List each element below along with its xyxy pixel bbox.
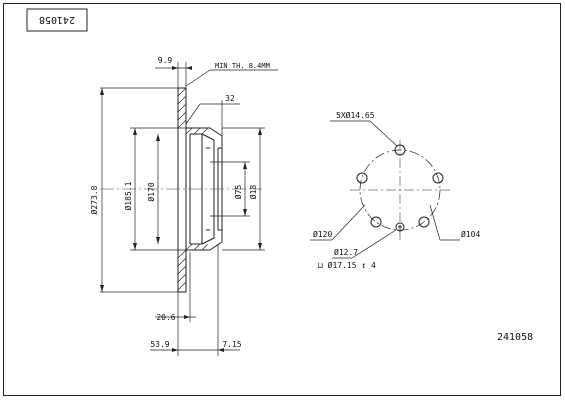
dim-7-15: 7.15 xyxy=(222,340,241,349)
drawing-frame xyxy=(3,3,561,396)
label-hole-12-7: Ø12.7 xyxy=(334,247,358,257)
dim-75: Ø75 xyxy=(233,185,243,200)
dim-20-6: 20.6 xyxy=(156,313,175,322)
label-pcd-104: Ø104 xyxy=(461,229,480,239)
dim-min-thickness: MIN TH. 8.4MM xyxy=(215,62,270,70)
dim-53-9: 53.9 xyxy=(150,340,169,349)
title-box xyxy=(26,8,88,32)
dim-185: Ø185.1 xyxy=(123,181,133,210)
part-number: 241058 xyxy=(497,332,533,343)
label-pcd-120: Ø120 xyxy=(313,229,332,239)
dim-thickness: 9.9 xyxy=(158,56,173,65)
label-counterbore: ⊔ Ø17.15 ↧ 4 xyxy=(318,260,376,270)
side-dimensions xyxy=(100,62,278,356)
hole-view xyxy=(350,140,450,240)
part-number-rotated: 241058 xyxy=(39,14,75,25)
dim-hat-depth: 32 xyxy=(225,94,235,103)
dim-18: Ø18 xyxy=(248,185,258,200)
dimension-arrows xyxy=(100,66,262,352)
label-bolt-holes: 5XØ14.65 xyxy=(336,110,375,120)
section-hatching xyxy=(177,87,209,291)
section-view xyxy=(177,87,223,293)
dim-170: Ø170 xyxy=(146,182,156,201)
dim-outer-dia: Ø273.8 xyxy=(89,185,99,214)
hole-leaders xyxy=(310,120,460,259)
